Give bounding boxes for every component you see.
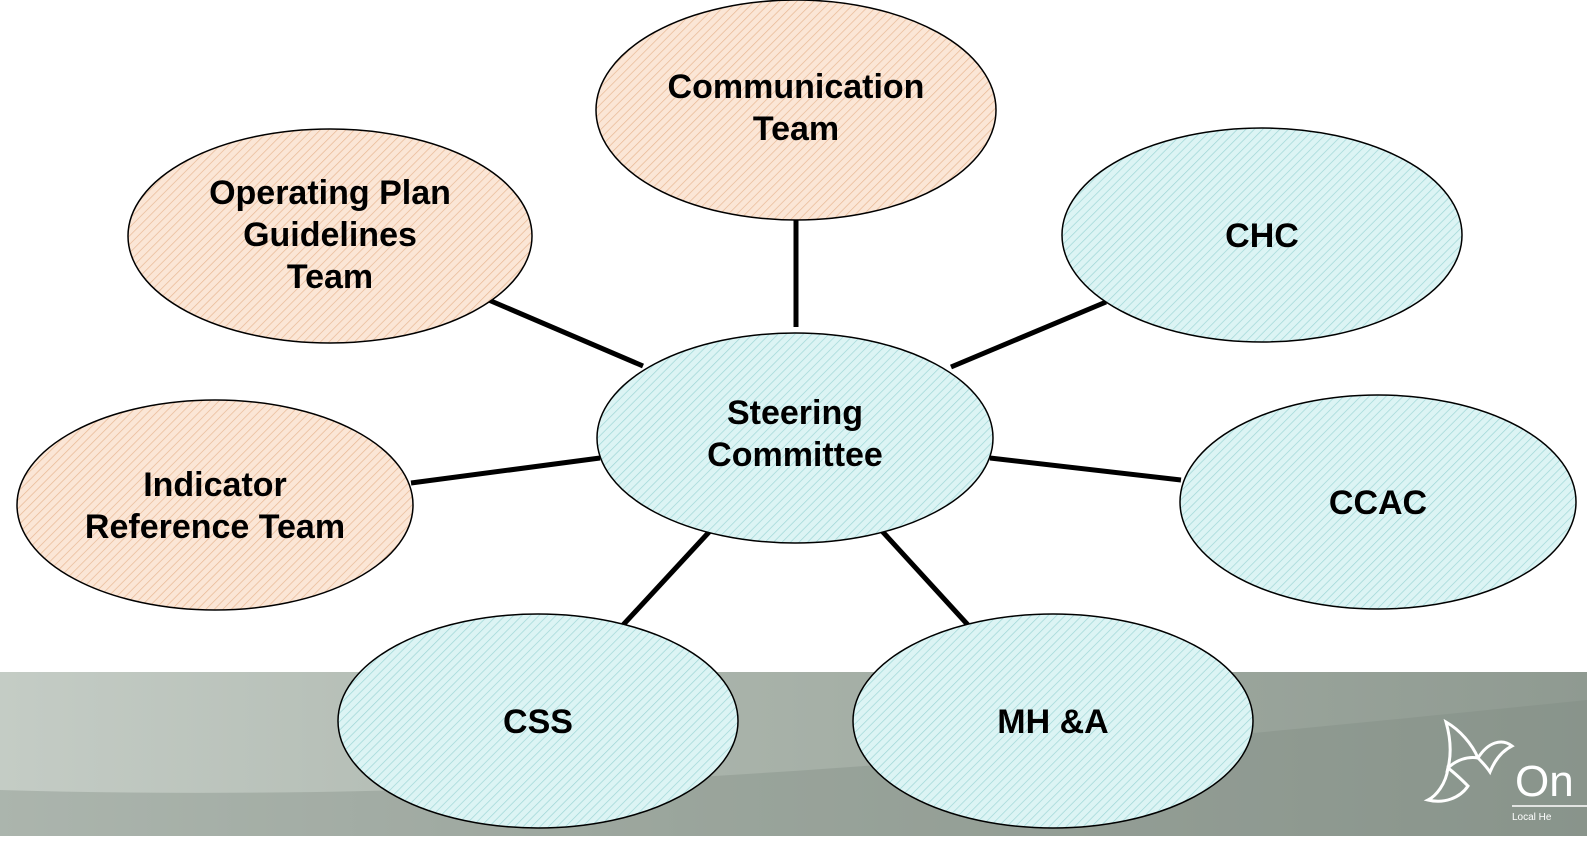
footer-band [0,672,1587,836]
node-label-line: MH &A [997,703,1108,741]
node-shape-chc [1061,127,1463,343]
node-label-mh-a: MH &A [997,703,1108,741]
node-shape-indicator-reference-team [16,399,414,611]
connector-css [621,529,712,627]
connector-ccac [989,455,1182,483]
node-label-line: Operating Plan [209,174,451,212]
ontario-logo: On Local He [1423,718,1587,823]
node-shape-steering-committee [596,332,994,544]
node-label-line: Communication [668,68,925,106]
node-label-line: Team [753,110,839,148]
node-shape-operating-plan-guidelines-team [127,128,533,344]
connector-operating-plan-guidelines-team [483,295,644,369]
node-shape-communication-team [595,0,997,221]
node-shape-ccac [1179,394,1577,610]
node-label-ccac: CCAC [1329,484,1427,522]
node-ccac: CCAC [1179,394,1577,610]
trillium-icon [1423,718,1515,803]
node-label-chc: CHC [1225,217,1299,255]
node-shape-mh-a [852,613,1254,829]
connector-indicator-reference-team [410,455,601,486]
connector-lines [410,220,1182,627]
node-css: CSS [337,613,739,829]
node-label-line: CHC [1225,217,1299,255]
connector-mh-a [880,529,970,627]
logo-subtext: Local He [1512,812,1552,823]
node-label-line: CSS [503,703,573,741]
node-chc: CHC [1061,127,1463,343]
logo-wordmark: On [1515,757,1574,806]
node-label-line: CCAC [1329,484,1427,522]
node-label-line: Steering [727,394,863,432]
node-label-css: CSS [503,703,573,741]
connector-chc [950,299,1107,370]
node-label-line: Guidelines [243,216,417,254]
node-label-line: Committee [707,436,883,474]
node-shape-css [337,613,739,829]
node-label-line: Reference Team [85,508,345,546]
node-mh-a: MH &A [852,613,1254,829]
node-label-line: Team [287,258,373,296]
node-label-line: Indicator [143,466,287,504]
